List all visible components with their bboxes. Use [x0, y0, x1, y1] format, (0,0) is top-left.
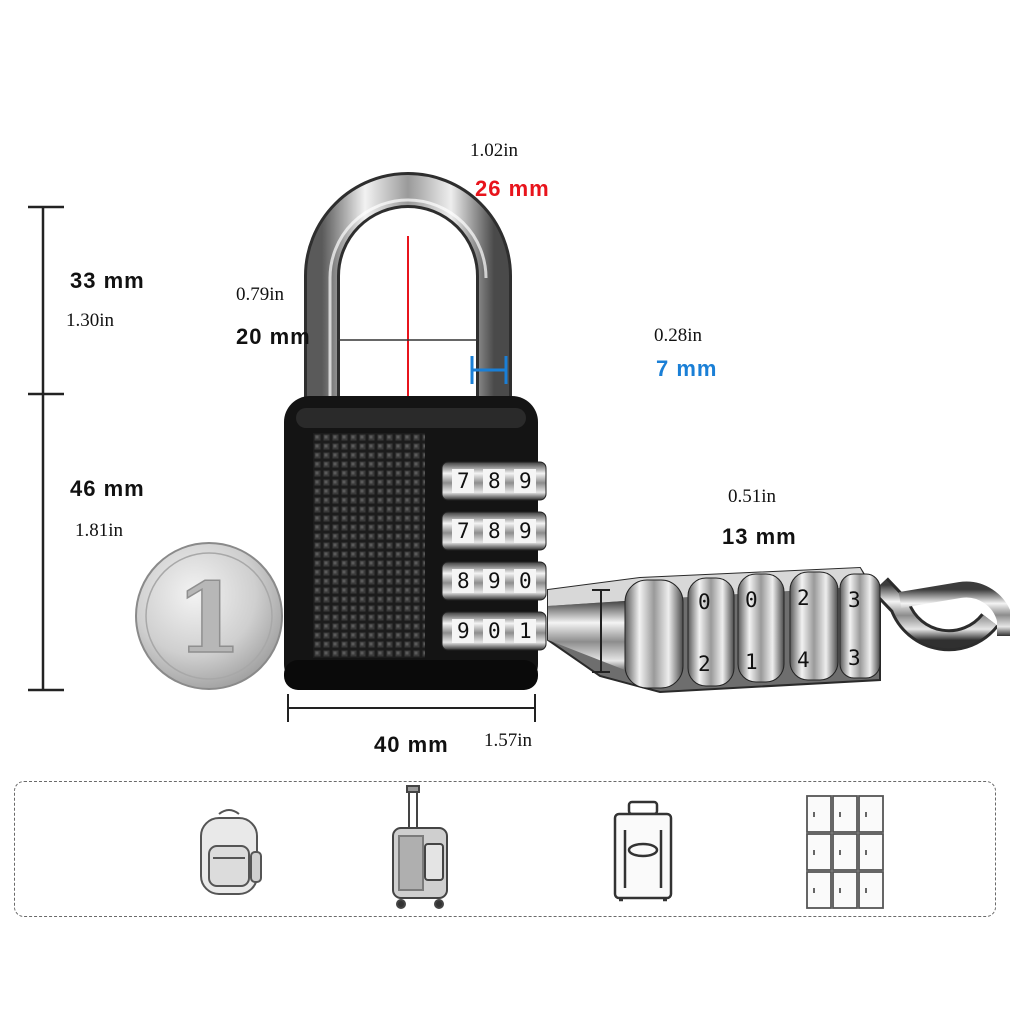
- dial-digit: 9: [457, 619, 470, 643]
- dial-digit: 7: [457, 469, 470, 493]
- side-dial-digit: 3: [848, 646, 861, 670]
- combination-dials: [441, 461, 547, 651]
- body-width-mm: 40 mm: [374, 732, 449, 757]
- body-width-in: 1.57in: [484, 730, 533, 751]
- dial-digit: 7: [457, 519, 470, 543]
- dial-row-4: [441, 611, 547, 651]
- dial-digit: 8: [488, 469, 501, 493]
- usage-scenarios-panel: [14, 781, 996, 917]
- side-dial-digit: 2: [797, 586, 810, 610]
- body-thickness-mm: 13 mm: [722, 524, 797, 549]
- suitcase-icon: [613, 800, 673, 902]
- side-view-lock: [547, 566, 1010, 694]
- shackle-inner-height-in: 1.02in: [470, 140, 519, 161]
- dial-row-2: [441, 511, 547, 551]
- dial-digit: 0: [519, 569, 532, 593]
- side-dial-digit: 0: [745, 588, 758, 612]
- shackle-height-mm: 33 mm: [70, 268, 145, 293]
- side-dial-digit: 2: [698, 652, 711, 676]
- side-dial-digit: 0: [698, 590, 711, 614]
- side-dial-digit: 1: [745, 650, 758, 674]
- shackle-inner-width-mm: 20 mm: [236, 324, 311, 349]
- svg-text:1: 1: [176, 562, 243, 675]
- shackle-inner-height-mm: 26 mm: [475, 176, 550, 201]
- dial-row-1: [441, 461, 547, 501]
- dial-digit: 9: [488, 569, 501, 593]
- shackle-measure-lines: [338, 236, 508, 396]
- side-dial-digit: 4: [797, 648, 810, 672]
- shackle-inner-width-in: 0.79in: [236, 284, 285, 305]
- locker-icon: [806, 795, 884, 909]
- width-dimension-line: [287, 694, 536, 722]
- dial-digit: 8: [488, 519, 501, 543]
- dial-digit: 0: [488, 619, 501, 643]
- dial-digit: 9: [519, 519, 532, 543]
- shackle: [304, 172, 512, 400]
- shackle-diameter-in: 0.28in: [654, 325, 703, 346]
- body-height-mm: 46 mm: [70, 476, 145, 501]
- shackle-height-in: 1.30in: [66, 310, 115, 331]
- dial-digit: 1: [519, 619, 532, 643]
- shackle-diameter-mm: 7 mm: [656, 356, 718, 381]
- dial-row-3: [441, 561, 547, 601]
- body-thickness-in: 0.51in: [728, 486, 777, 507]
- coin-icon: 1: [135, 542, 283, 690]
- backpack-icon: [200, 809, 262, 895]
- side-dial-digit: 3: [848, 588, 861, 612]
- dial-digit: 9: [519, 469, 532, 493]
- height-dimension-line: [28, 205, 64, 692]
- dial-digit: 8: [457, 569, 470, 593]
- body-height-in: 1.81in: [75, 520, 124, 541]
- rolling-luggage-icon: [392, 785, 448, 909]
